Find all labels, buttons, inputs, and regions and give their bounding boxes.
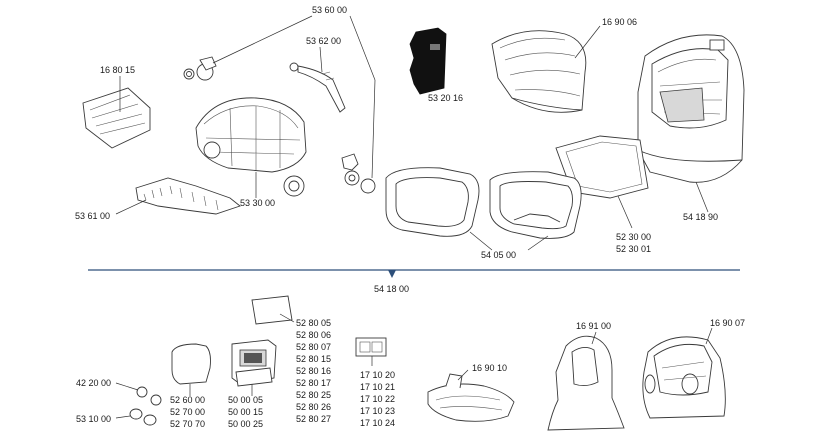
label-531000: 53 10 00 [76, 414, 111, 424]
part-5280-protection-plate [251, 295, 295, 325]
label-500015: 50 00 15 [228, 407, 263, 417]
part-532016-dark-filter [409, 27, 447, 95]
label-541800: 54 18 00 [374, 284, 409, 294]
part-536200-strap-arm [289, 46, 346, 113]
label-528027: 52 80 27 [296, 414, 331, 424]
label-533000: 53 30 00 [240, 198, 275, 208]
part-526000-inner-lens [171, 343, 211, 396]
part-side-bracket [341, 153, 376, 194]
label-526000: 52 60 00 [170, 395, 205, 405]
part-169010-neck-shroud [427, 369, 515, 422]
label-536100: 53 61 00 [75, 211, 110, 221]
label-500005: 50 00 05 [228, 395, 263, 405]
label-169010: 16 90 10 [472, 363, 507, 373]
label-171022: 17 10 22 [360, 394, 395, 404]
label-528026: 52 80 26 [296, 402, 331, 412]
part-531000-small-knobs [115, 408, 157, 426]
label-528005: 52 80 05 [296, 318, 331, 328]
part-169007-helmet-with-hood [642, 327, 726, 419]
label-171023: 17 10 23 [360, 406, 395, 416]
label-171024: 17 10 24 [360, 418, 395, 428]
label-528006: 52 80 06 [296, 330, 331, 340]
label-171020: 17 10 20 [360, 370, 395, 380]
label-422000: 42 20 00 [76, 378, 111, 388]
part-169100-head-neck-hood [547, 331, 625, 431]
label-540500: 54 05 00 [481, 250, 516, 260]
label-536200: 53 62 00 [306, 36, 341, 46]
label-171021: 17 10 21 [360, 382, 395, 392]
label-523001: 52 30 01 [616, 244, 651, 254]
part-541890-welding-helmet [637, 34, 745, 213]
label-528025: 52 80 25 [296, 390, 331, 400]
part-168015-shield-plate [82, 76, 151, 149]
part-533000-headband [195, 97, 307, 198]
label-528017: 52 80 17 [296, 378, 331, 388]
part-422000-rivets [115, 382, 162, 406]
label-169100: 16 91 00 [576, 321, 611, 331]
label-527000: 52 70 00 [170, 407, 205, 417]
part-540500-lens-frames [385, 167, 582, 251]
label-169007: 16 90 07 [710, 318, 745, 328]
divider-arrow-icon [388, 270, 396, 278]
label-169006: 16 90 06 [602, 17, 637, 27]
label-528016: 52 80 16 [296, 366, 331, 376]
label-500025: 50 00 25 [228, 419, 263, 429]
label-532016: 53 20 16 [428, 93, 463, 103]
label-528007: 52 80 07 [296, 342, 331, 352]
label-527070: 52 70 70 [170, 419, 205, 429]
label-523000: 52 30 00 [616, 232, 651, 242]
label-168015: 16 80 15 [100, 65, 135, 75]
part-536100-sweatband [115, 177, 241, 215]
label-541890: 54 18 90 [683, 212, 718, 222]
part-1710-magnifier-lens [355, 337, 387, 366]
part-536000-knob [183, 15, 376, 179]
part-500005-adf-filter [231, 339, 277, 396]
label-536000: 53 60 00 [312, 5, 347, 15]
label-528015: 52 80 15 [296, 354, 331, 364]
part-169006-head-cover [491, 25, 601, 113]
